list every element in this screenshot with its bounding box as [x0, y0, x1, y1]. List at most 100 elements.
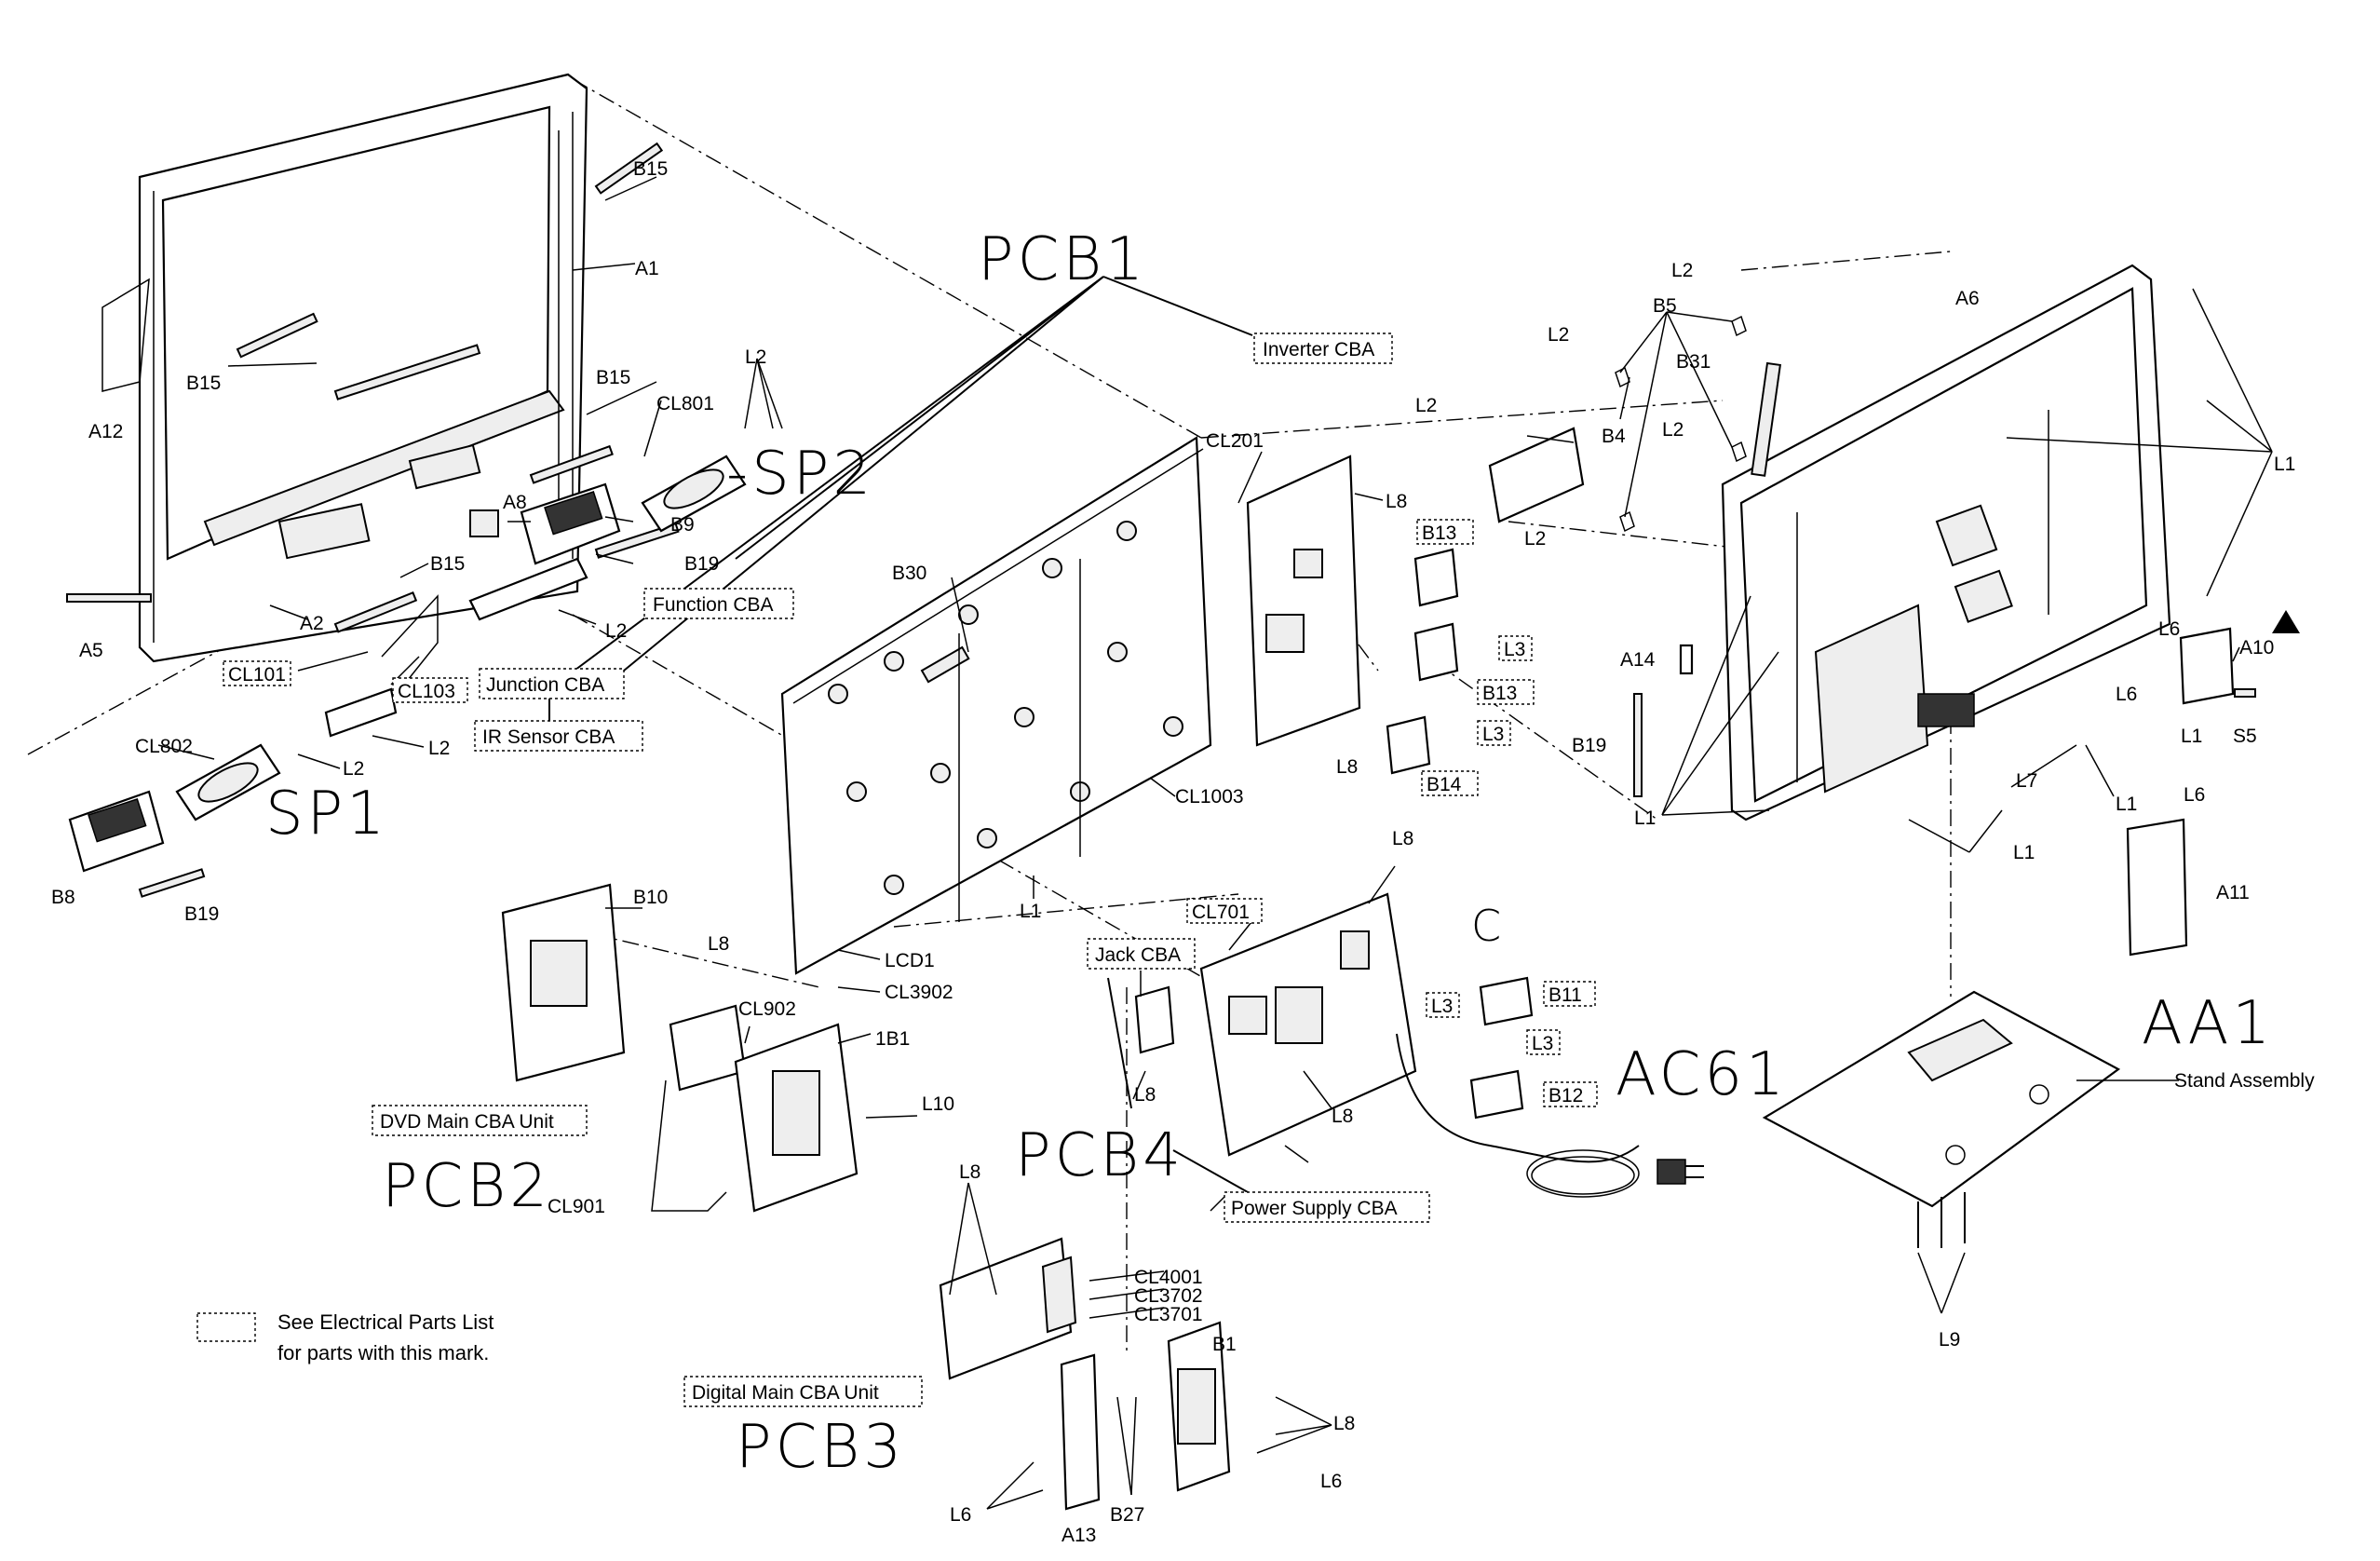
callout-cl801: CL801: [656, 393, 714, 414]
dvd-main-unit: [501, 883, 859, 1213]
callout-l1: L1: [2013, 842, 2035, 863]
power-supply-cba-box: [1224, 1191, 1430, 1223]
callout-b9: B9: [670, 514, 695, 536]
callout-l2: L2: [343, 758, 364, 780]
callout-l6: L6: [1320, 1471, 1342, 1492]
callout-l1: L1: [2181, 726, 2202, 747]
callout-cl701: CL701: [1192, 902, 1250, 923]
handwritten-sp1: SP1: [265, 780, 388, 848]
front-bezel-a1: [138, 73, 588, 663]
callout-b27: B27: [1110, 1504, 1144, 1526]
callout-a13: A13: [1062, 1525, 1096, 1546]
callout-cl902: CL902: [738, 998, 796, 1020]
power-supply-cba-label: Power Supply CBA: [1231, 1198, 1398, 1219]
inverter-board: [1246, 455, 1361, 747]
callout-b19: B19: [184, 903, 219, 925]
callout-cl201: CL201: [1206, 430, 1264, 452]
brackets-b13-b14: [1386, 548, 1459, 775]
callout-cl101-box: [223, 660, 291, 686]
callout-s5: S5: [2233, 726, 2257, 747]
callout-l6: L6: [2116, 684, 2137, 705]
dvd-main-cba-unit-label: DVD Main CBA Unit: [380, 1111, 554, 1133]
inverter-cba-box: [1253, 333, 1393, 364]
digital-main-cba-unit-label: Digital Main CBA Unit: [692, 1382, 879, 1404]
callout-l6: L6: [2184, 784, 2205, 806]
leader-lines: [157, 176, 2273, 1510]
callout-b31: B31: [1676, 351, 1711, 373]
warning-triangle-icon: [2272, 610, 2300, 633]
function-cba-label: Function CBA: [653, 594, 774, 616]
callout-l8: L8: [959, 1161, 980, 1183]
part-a8: [469, 509, 499, 537]
callout-l3-box: [1426, 992, 1460, 1018]
callout-l1: L1: [2274, 454, 2295, 475]
digital-main-unit: [939, 1237, 1231, 1511]
callout-a14: A14: [1620, 649, 1656, 671]
callout-l2: L2: [1548, 324, 1569, 346]
parts-a10-a11-a14-s5: [1633, 627, 2256, 957]
callout-l9: L9: [1939, 1329, 1960, 1351]
callout-l2: L2: [605, 620, 627, 642]
legend-line-1: See Electrical Parts List: [277, 1310, 494, 1334]
function-junction-boards: [324, 557, 588, 738]
callout-l3: L3: [1532, 1033, 1553, 1054]
callout-b13: B13: [1482, 683, 1517, 704]
jack-cba-label: Jack CBA: [1095, 944, 1181, 966]
junction-cba-label: Junction CBA: [486, 674, 604, 696]
callout-l6: L6: [2158, 618, 2180, 640]
callout-b15: B15: [186, 373, 221, 394]
callout-l6: L6: [950, 1504, 971, 1526]
callout-b14: B14: [1427, 774, 1462, 795]
callout-cl3902: CL3902: [885, 982, 953, 1003]
callout-b13-box: [1477, 679, 1535, 705]
callout-lcd1: LCD1: [885, 950, 935, 971]
callout-l2: L2: [428, 738, 450, 759]
callout-b15: B15: [596, 367, 630, 388]
ir-sensor-cba-box: [474, 720, 643, 752]
callout-l10: L10: [922, 1093, 954, 1115]
callout-cl901: CL901: [548, 1196, 605, 1217]
callout-b4: B4: [1602, 426, 1626, 447]
callout-l2: L2: [1524, 528, 1546, 550]
callout-l8: L8: [1386, 491, 1407, 512]
callout-l3-box: [1526, 1029, 1561, 1055]
rear-cover-a6: [1721, 264, 2171, 821]
handwritten-pcb4: PCB4: [1015, 1121, 1184, 1190]
callout-l1: L1: [2116, 794, 2137, 815]
callout-l8: L8: [1134, 1084, 1156, 1106]
callout-b13-box: [1416, 519, 1474, 545]
callout-a12: A12: [88, 421, 123, 442]
callout-b19: B19: [684, 553, 719, 575]
callout-b13: B13: [1422, 523, 1456, 544]
handwritten-ac61: AC61: [1616, 1040, 1788, 1109]
callout-b12: B12: [1548, 1085, 1583, 1106]
callout-b1: B1: [1212, 1334, 1237, 1355]
speaker-sp1: [175, 743, 281, 821]
callout-a1: A1: [635, 258, 659, 279]
callout-l1: L1: [1020, 901, 1041, 922]
callout-l3-box: [1477, 720, 1511, 746]
handwritten-c-mark: C: [1471, 901, 1505, 951]
callout-cl802: CL802: [135, 736, 193, 757]
function-cba-box: [643, 588, 794, 619]
handwritten-pcb3: PCB3: [736, 1413, 905, 1482]
speaker-sp2: [641, 455, 747, 533]
callout-a10: A10: [2239, 637, 2274, 658]
callout-l8: L8: [708, 933, 729, 955]
strip-parts: [66, 142, 680, 898]
callout-cl103: CL103: [398, 681, 455, 702]
callout-b14-box: [1421, 770, 1479, 796]
callout-l2: L2: [1662, 419, 1684, 441]
callout-b30: B30: [892, 563, 926, 584]
callout-b10: B10: [633, 887, 668, 908]
handwritten-pcb2: PCB2: [382, 1152, 551, 1221]
callout-cl3701: CL3701: [1134, 1304, 1203, 1325]
callout-l3-box: [1498, 635, 1533, 661]
power-supply-board: [1134, 892, 1417, 1157]
callout-l3: L3: [1482, 724, 1504, 745]
handwritten-pcb1: PCB1: [978, 225, 1147, 294]
callout-l3: L3: [1504, 639, 1525, 660]
callout-b11-box: [1543, 981, 1596, 1007]
